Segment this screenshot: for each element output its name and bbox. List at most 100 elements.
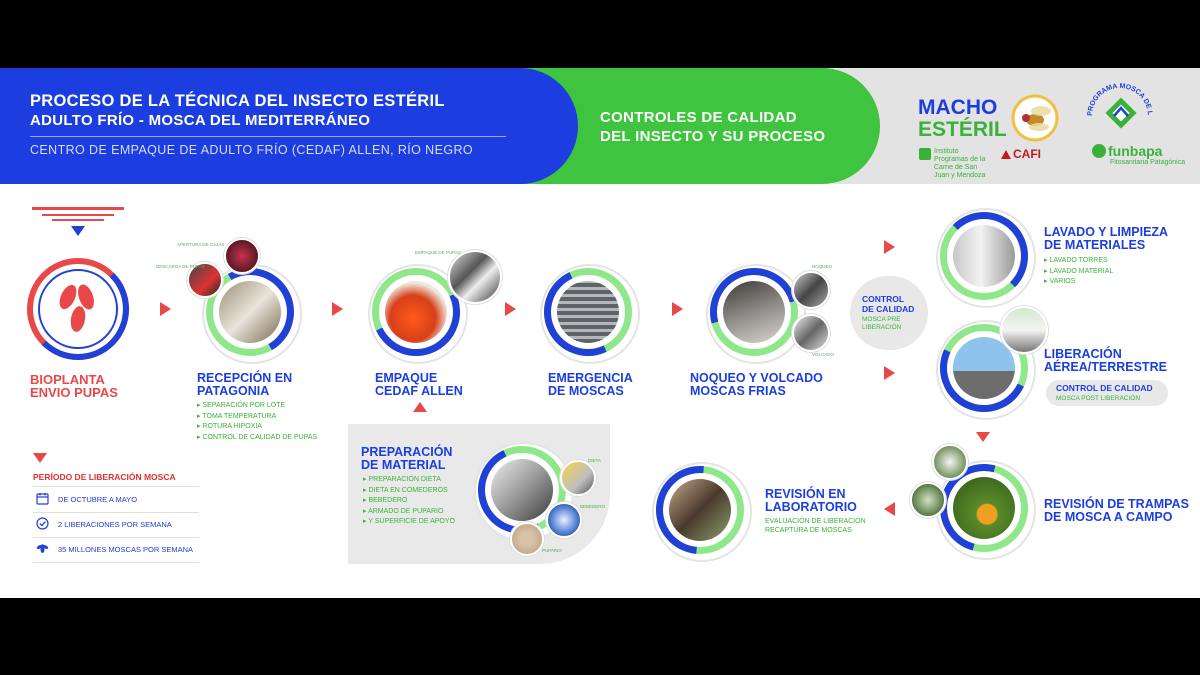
preparacion-mini-photo-2 [546, 502, 582, 538]
deco-line [32, 207, 124, 210]
periodo-row-text: DE OCTUBRE A MAYO [58, 495, 137, 504]
arrow-right-icon [160, 302, 171, 316]
preparacion-bullets: PREPARACIÓN DIETA DIETA EN COMEDEROS BEB… [363, 475, 455, 528]
bioplanta-title-2: ENVIO PUPAS [30, 386, 118, 399]
page-subtitle: ADULTO FRÍO - MOSCA DEL MEDITERRÁNEO [30, 112, 370, 129]
programa-logo-icon: PROGRAMA MOSCA DE LOS FRUTOS [1084, 72, 1156, 148]
bullet-item: SEPARACIÓN POR LOTE [197, 401, 317, 412]
deco-triangle [71, 226, 85, 236]
control-pre-sub-1: MOSCA PRE [862, 316, 901, 324]
laboratorio-title-2: LABORATORIO [765, 501, 857, 514]
header-divider [30, 136, 506, 137]
quality-title-line2: DEL INSECTO Y SU PROCESO [600, 127, 825, 146]
periodo-title: PERÍODO DE LIBERACIÓN MOSCA [33, 472, 176, 482]
bullet-item: TOMA TEMPERATURA [197, 412, 317, 423]
funbapa-sub-text: Fitosanitaria Patagónica [1110, 159, 1185, 167]
isca-logo-text: Instituto Programas de la Carne de San J… [934, 148, 994, 180]
trampas-mini-photo-2 [910, 482, 946, 518]
fly-icon [36, 542, 49, 555]
fly-logo-icon [1010, 93, 1060, 143]
preparacion-mini-label-2: BEBEDERO [580, 504, 605, 509]
noqueo-mini-photo-2 [792, 314, 830, 352]
liberacion-mini-photo [1000, 306, 1048, 354]
periodo-row-text: 2 LIBERACIONES POR SEMANA [58, 520, 172, 529]
control-post-sub: MOSCA POST LIBERACIÓN [1056, 395, 1140, 403]
laboratorio-sub-1: EVALUACIÓN DE LIBERACIÓN [765, 517, 866, 526]
noqueo-mini-label-1: NOQUEO [812, 264, 832, 269]
preparacion-mini-label-3: PUPARIO [542, 548, 562, 553]
recepcion-mini-label-2: DESCARGA DE PUPAS [156, 264, 205, 269]
periodo-row: DE OCTUBRE A MAYO [33, 487, 199, 513]
trampas-title-2: DE MOSCA A CAMPO [1044, 511, 1172, 524]
emergencia-title-2: DE MOSCAS [548, 385, 624, 398]
funbapa-logo-icon [1092, 144, 1106, 158]
bullet-item: Y SUPERFICIE DE APOYO [363, 517, 455, 528]
arrow-right-icon [884, 240, 895, 254]
macho-logo-text: MACHO [918, 97, 997, 119]
trampas-mini-photo-1 [932, 444, 968, 480]
recepcion-mini-photo-1 [224, 238, 260, 274]
noqueo-photo [723, 281, 785, 343]
isca-logo-icon [919, 148, 931, 160]
control-post-title: CONTROL DE CALIDAD [1056, 384, 1153, 394]
arrow-right-icon [332, 302, 343, 316]
noqueo-mini-photo-1 [792, 271, 830, 309]
noqueo-title-2: MOSCAS FRIAS [690, 385, 786, 398]
laboratorio-photo [669, 479, 731, 541]
periodo-row-text: 35 MILLONES MOSCAS POR SEMANA [58, 545, 193, 554]
funbapa-logo-text: funbapa [1108, 143, 1162, 159]
lavado-bullets: LAVADO TORRES LAVADO MATERIAL VARIOS [1044, 256, 1113, 288]
empaque-mini-photo [448, 250, 502, 304]
control-pre-sub-2: LIBERACIÓN [862, 324, 901, 332]
arrow-left-icon [884, 502, 895, 516]
bullet-item: LAVADO TORRES [1044, 256, 1113, 267]
bullet-item: PREPARACIÓN DIETA [363, 475, 455, 486]
poster: PROCESO DE LA TÉCNICA DEL INSECTO ESTÉRI… [0, 68, 1200, 598]
arrow-right-icon [884, 366, 895, 380]
bullet-item: VARIOS [1044, 277, 1113, 288]
calendar-icon [36, 492, 49, 505]
preparacion-mini-photo-3 [510, 522, 544, 556]
bullet-item: DIETA EN COMEDEROS [363, 486, 455, 497]
preparacion-title-2: DE MATERIAL [361, 459, 446, 472]
bullet-item: ROTURA HIPOXIA [197, 422, 317, 433]
recepcion-bullets: SEPARACIÓN POR LOTE TOMA TEMPERATURA ROT… [197, 401, 317, 443]
lavado-title-2: DE MATERIALES [1044, 239, 1145, 252]
bullet-item: ARMADO DE PUPARIO [363, 507, 455, 518]
arrow-right-icon [672, 302, 683, 316]
quality-title-line1: CONTROLES DE CALIDAD [600, 108, 797, 127]
deco-line [42, 214, 114, 216]
liberacion-title-2: AÉREA/TERRESTRE [1044, 361, 1167, 374]
arrow-down-icon [976, 432, 990, 442]
pupas-icon [48, 281, 108, 337]
emergencia-photo [557, 281, 619, 343]
recepcion-photo [219, 281, 281, 343]
control-pre-title-2: DE CALIDAD [862, 305, 914, 315]
recepcion-title-2: PATAGONIA [197, 385, 269, 398]
empaque-photo [385, 281, 447, 343]
arrow-up-icon [413, 402, 427, 412]
empaque-title-2: CEDAF ALLEN [375, 385, 463, 398]
periodo-row: 2 LIBERACIONES POR SEMANA [33, 512, 199, 538]
laboratorio-sub-2: RECAPTURA DE MOSCAS [765, 526, 852, 535]
trampas-photo [953, 477, 1015, 539]
cafi-logo-text: CAFI [1013, 147, 1041, 161]
header-center-name: CENTRO DE EMPAQUE DE ADULTO FRÍO (CEDAF)… [30, 143, 473, 157]
periodo-row: 35 MILLONES MOSCAS POR SEMANA [33, 537, 199, 563]
page-title: PROCESO DE LA TÉCNICA DEL INSECTO ESTÉRI… [30, 92, 445, 111]
deco-line [52, 219, 104, 221]
preparacion-mini-label-1: DIETA [588, 458, 601, 463]
esteril-logo-text: ESTÉRIL [918, 119, 1007, 141]
recepcion-mini-label-1: APERTURA DE CAJAS [177, 242, 224, 247]
preparacion-mini-photo-1 [560, 460, 596, 496]
cafi-logo-icon [1000, 147, 1012, 159]
bullet-item: LAVADO MATERIAL [1044, 267, 1113, 278]
bullet-item: BEBEDERO [363, 496, 455, 507]
noqueo-mini-label-2: VOLCADO [812, 352, 834, 357]
check-circle-icon [36, 517, 49, 530]
empaque-mini-label: EMPAQUE DE PUPAS [415, 250, 461, 255]
arrow-right-icon [505, 302, 516, 316]
preparacion-photo [491, 459, 553, 521]
lavado-photo [953, 225, 1015, 287]
bullet-item: CONTROL DE CALIDAD DE PUPAS [197, 433, 317, 444]
